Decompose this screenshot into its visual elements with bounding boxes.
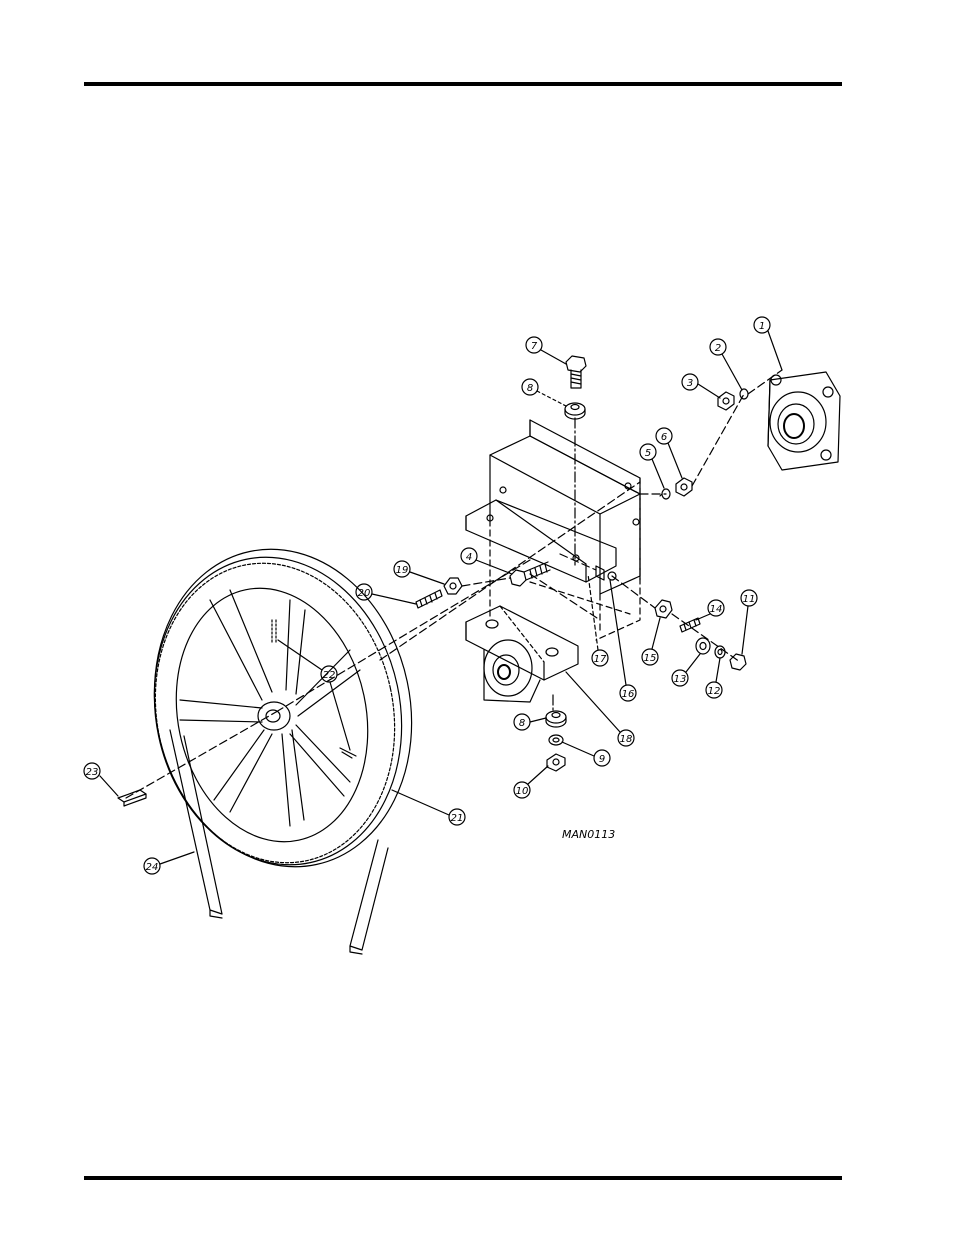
callout-24: 24 xyxy=(146,862,159,873)
large-pulley xyxy=(153,548,413,868)
bottom-rule xyxy=(84,1176,842,1180)
callout-5: 5 xyxy=(645,448,651,459)
hex-nut-10 xyxy=(546,753,566,772)
hex-bolt-11 xyxy=(729,653,747,671)
callout-11: 11 xyxy=(743,594,756,605)
callout-1: 1 xyxy=(759,321,765,332)
drawing-code: MAN0113 xyxy=(562,828,615,841)
assembly-lines xyxy=(125,369,783,799)
callout-20: 20 xyxy=(358,588,371,599)
callout-16: 16 xyxy=(622,689,635,700)
callout-6: 6 xyxy=(661,432,667,443)
hex-nut-3 xyxy=(717,391,735,411)
callout-15: 15 xyxy=(644,653,657,664)
v-belt xyxy=(169,729,389,955)
callout-23: 23 xyxy=(86,767,99,778)
callout-4: 4 xyxy=(466,552,472,563)
lock-washer-9 xyxy=(548,734,564,746)
callout-12: 12 xyxy=(708,686,721,697)
hidden-edges xyxy=(489,477,641,641)
spacer-13 xyxy=(695,637,711,655)
callout-8-bottom: 8 xyxy=(519,718,525,729)
callout-22: 22 xyxy=(323,670,336,681)
callout-18: 18 xyxy=(620,734,633,745)
hex-nut-15 xyxy=(654,599,673,619)
lock-washer-12 xyxy=(714,645,726,659)
callout-19: 19 xyxy=(396,565,409,576)
callout-labels: 1 2 3 4 5 6 7 8 8 9 10 11 12 13 14 15 16… xyxy=(86,321,766,873)
callout-10: 10 xyxy=(516,786,529,797)
washer-8-bottom xyxy=(545,710,567,728)
hex-bolt-7 xyxy=(565,355,587,389)
key-23 xyxy=(117,789,147,807)
callout-13: 13 xyxy=(674,674,687,685)
flange-bearing xyxy=(767,371,841,471)
hex-nut-19 xyxy=(443,577,463,595)
lock-washer-2 xyxy=(739,388,749,400)
callout-14: 14 xyxy=(710,604,723,615)
callout-21: 21 xyxy=(451,813,464,824)
top-rule xyxy=(84,82,842,86)
lock-washer-5 xyxy=(659,488,671,500)
set-screw-14 xyxy=(679,617,701,633)
mounting-bracket xyxy=(465,419,641,703)
callout-7: 7 xyxy=(531,341,538,352)
callout-9: 9 xyxy=(599,754,605,765)
callouts xyxy=(83,316,783,875)
washer-8-top xyxy=(564,402,586,420)
callout-17: 17 xyxy=(594,654,607,665)
callout-3: 3 xyxy=(687,378,693,389)
callout-8-top: 8 xyxy=(527,383,533,394)
set-screw-20 xyxy=(415,589,443,609)
callout-2: 2 xyxy=(715,343,721,354)
hex-nut-6 xyxy=(675,477,693,497)
